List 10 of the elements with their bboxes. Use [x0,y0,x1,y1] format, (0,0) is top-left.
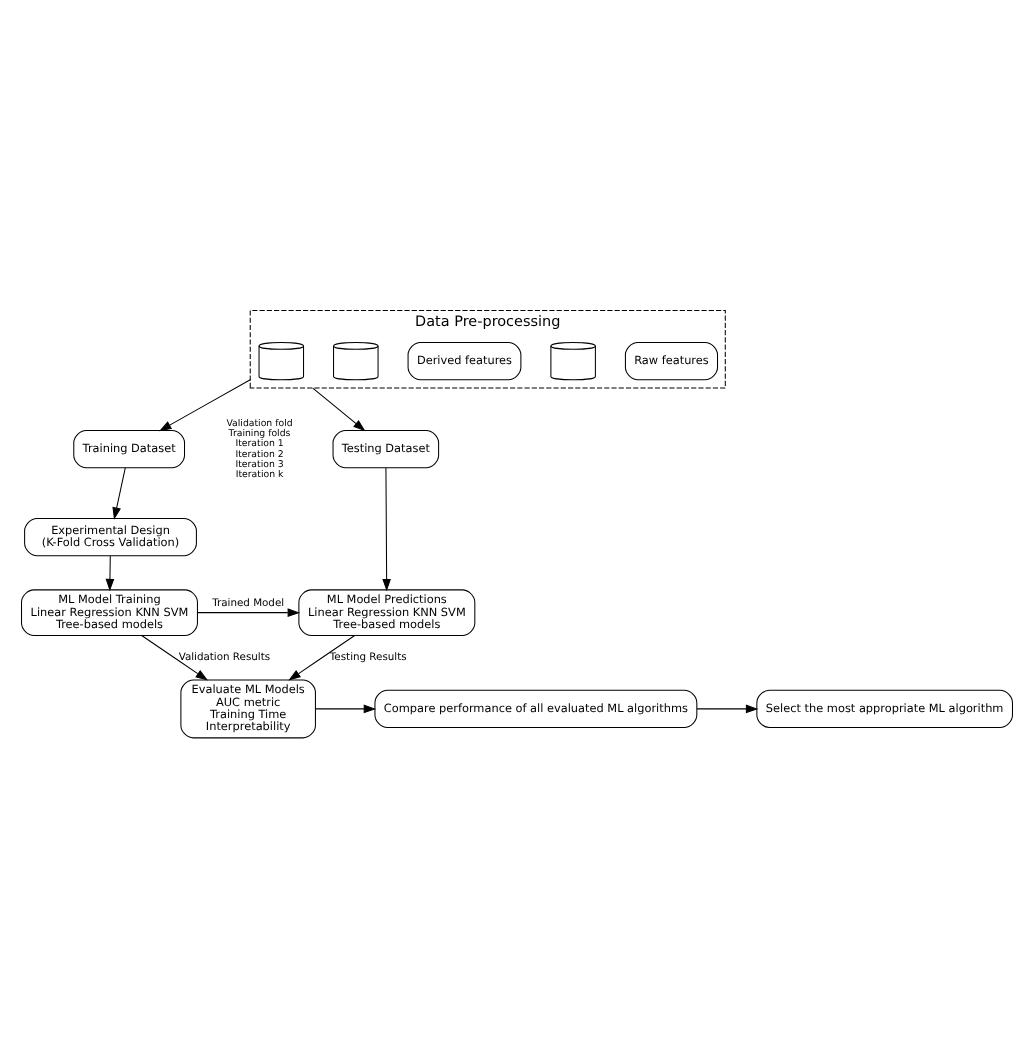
arrow [197,608,301,617]
arrow [312,387,366,432]
arrow [288,635,356,681]
arrow [315,704,377,714]
arrow [112,467,126,520]
arrow [141,635,208,681]
arrow [105,555,115,592]
arrow [382,467,391,592]
arrow [159,379,251,432]
arrow [696,704,759,714]
